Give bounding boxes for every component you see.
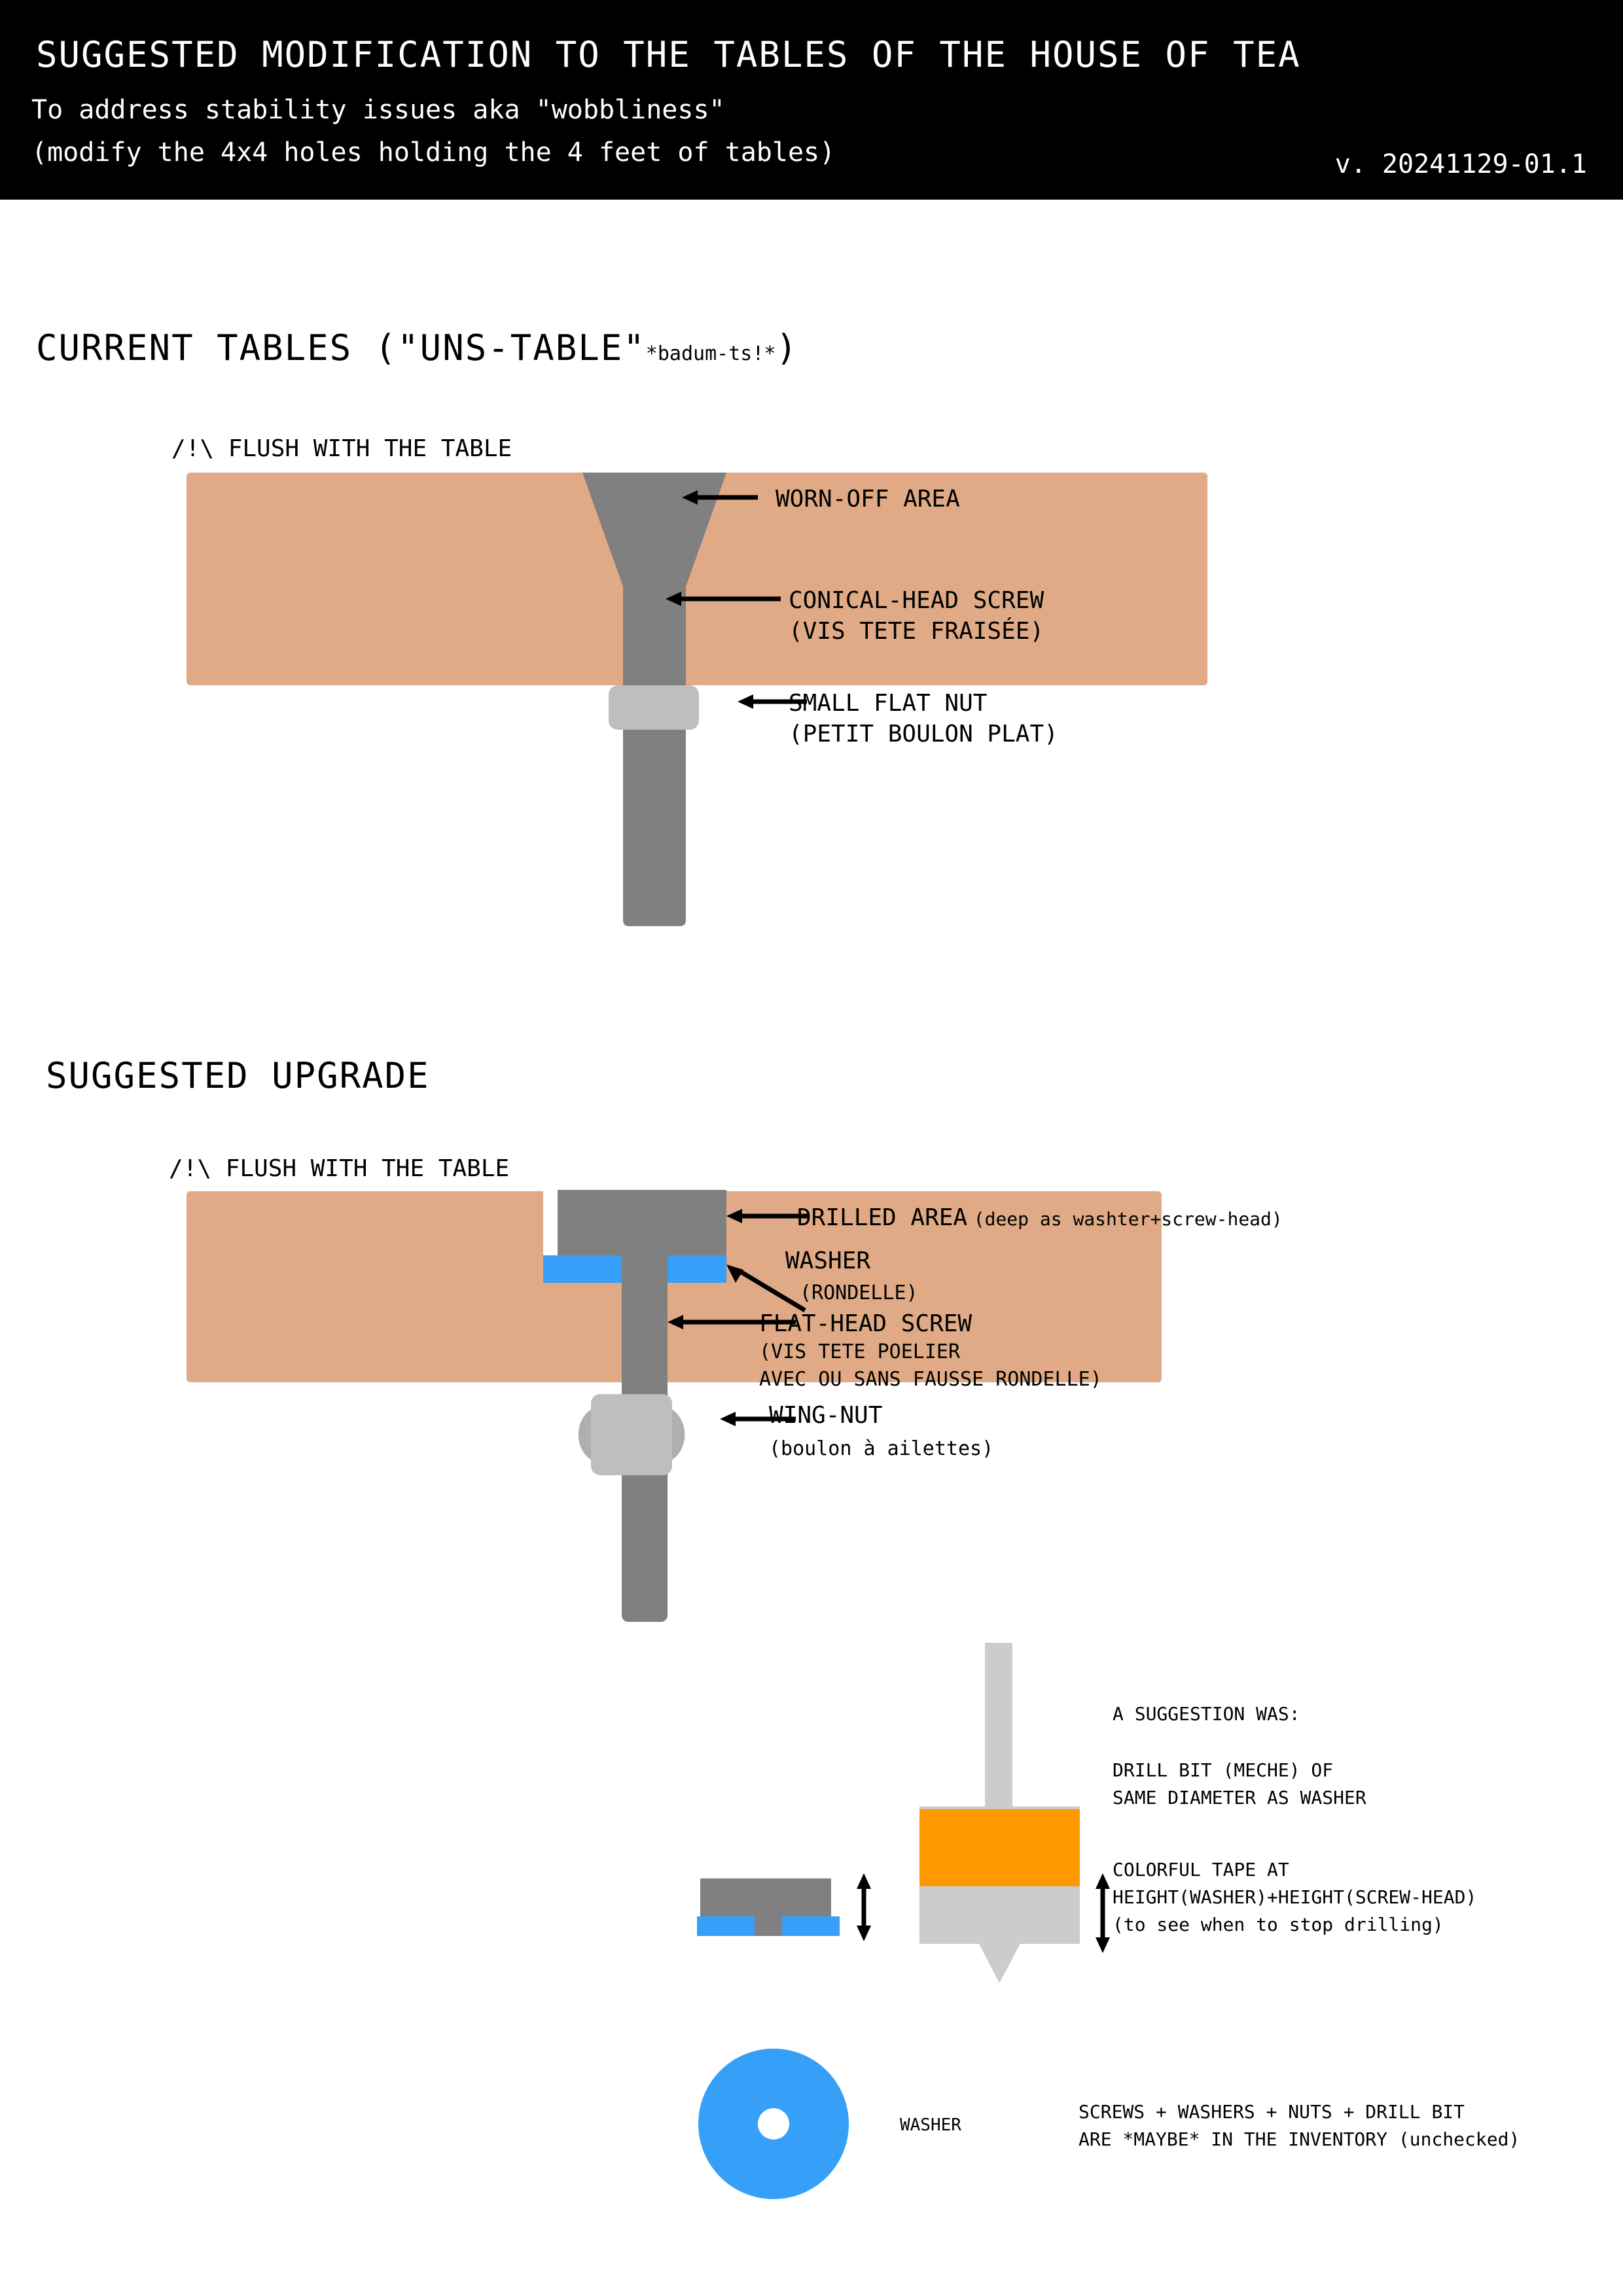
inventory-note-line1: SCREWS + WASHERS + NUTS + DRILL BIT bbox=[1079, 2101, 1465, 2123]
arrow-worn-off bbox=[682, 490, 758, 505]
drill-bit-note-line2: SAME DIAMETER AS WASHER bbox=[1113, 1787, 1366, 1808]
arrow-drilled-area bbox=[726, 1209, 809, 1223]
inventory-note-line2: ARE *MAYBE* IN THE INVENTORY (unchecked) bbox=[1079, 2128, 1520, 2150]
page-subtitle-purpose: To address stability issues aka "wobblin… bbox=[31, 95, 725, 125]
flat-head-screw-head bbox=[558, 1190, 726, 1255]
flush-note-upgrade: /!\ FLUSH WITH THE TABLE bbox=[169, 1155, 510, 1182]
page-subtitle-scope: (modify the 4x4 holes holding the 4 feet… bbox=[31, 137, 836, 168]
label-washer-fr: (RONDELLE) bbox=[800, 1282, 918, 1304]
screw-shaft-current bbox=[623, 583, 686, 926]
page-title: SUGGESTED MODIFICATION TO THE TABLES OF … bbox=[36, 34, 1301, 75]
height-indicator-tape bbox=[1096, 1873, 1110, 1953]
arrow-flat-head-screw bbox=[668, 1315, 796, 1329]
reference-screwhead-washer-shape bbox=[697, 1878, 840, 1936]
flush-note-current: /!\ FLUSH WITH THE TABLE bbox=[171, 435, 512, 462]
page-header: SUGGESTED MODIFICATION TO THE TABLES OF … bbox=[0, 0, 1623, 200]
label-washer: WASHER bbox=[785, 1247, 871, 1274]
tape-note-line2: HEIGHT(WASHER)+HEIGHT(SCREW-HEAD) bbox=[1113, 1886, 1477, 1908]
washer-right-half bbox=[662, 1255, 726, 1283]
suggestion-intro: A SUGGESTION WAS: bbox=[1113, 1703, 1300, 1725]
washer-caption: WASHER bbox=[900, 2115, 961, 2135]
arrow-small-flat-nut bbox=[738, 694, 807, 709]
label-wing-nut-fr: (boulon à ailettes) bbox=[769, 1437, 994, 1460]
arrow-wing-nut bbox=[720, 1412, 796, 1426]
drill-bit-note-line1: DRILL BIT (MECHE) OF bbox=[1113, 1759, 1334, 1781]
document-version: v. 20241129-01.1 bbox=[1334, 149, 1587, 179]
label-wing-nut: WING-NUT bbox=[769, 1402, 883, 1429]
label-flat-head-screw: FLAT-HEAD SCREW bbox=[759, 1310, 972, 1337]
label-drilled-area-group: DRILLED AREA (deep as washter+screw-head… bbox=[797, 1204, 1283, 1231]
drill-bit-shape bbox=[919, 1643, 1080, 1983]
label-drilled-area-detail: (deep as washter+screw-head) bbox=[973, 1208, 1283, 1230]
label-small-flat-nut-fr: (PETIT BOULON PLAT) bbox=[789, 721, 1058, 747]
label-worn-off-area: WORN-OFF AREA bbox=[776, 486, 960, 512]
colorful-tape-band bbox=[919, 1809, 1080, 1886]
section-heading-current-main: CURRENT TABLES ("UNS-TABLE" bbox=[36, 327, 646, 368]
arrow-washer bbox=[726, 1265, 806, 1313]
label-conical-head-screw-fr: (VIS TETE FRAISÉE) bbox=[789, 618, 1044, 645]
tape-note-line3: (to see when to stop drilling) bbox=[1113, 1914, 1444, 1935]
washer-left-half bbox=[543, 1255, 627, 1283]
wing-nut-shape bbox=[578, 1394, 685, 1475]
height-indicator-reference bbox=[857, 1873, 871, 1941]
label-flat-head-screw-fr1: (VIS TETE POELIER bbox=[759, 1340, 961, 1363]
label-drilled-area: DRILLED AREA bbox=[797, 1204, 968, 1231]
washer-top-view-shape bbox=[698, 2049, 849, 2199]
label-flat-head-screw-fr2: AVEC OU SANS FAUSSE RONDELLE) bbox=[759, 1368, 1102, 1391]
section-heading-current-close: ) bbox=[776, 327, 798, 368]
label-conical-head-screw: CONICAL-HEAD SCREW bbox=[789, 587, 1044, 614]
section-heading-suggested-upgrade: SUGGESTED UPGRADE bbox=[46, 1055, 430, 1096]
tape-note-line1: COLORFUL TAPE AT bbox=[1113, 1859, 1289, 1880]
section-heading-current-joke: *badum-ts!* bbox=[645, 342, 776, 365]
section-heading-current-tables: CURRENT TABLES ("UNS-TABLE"*badum-ts!*) bbox=[36, 327, 798, 368]
label-small-flat-nut: SMALL FLAT NUT bbox=[789, 690, 988, 717]
arrow-conical-head-screw bbox=[666, 592, 781, 606]
small-flat-nut bbox=[609, 685, 699, 730]
